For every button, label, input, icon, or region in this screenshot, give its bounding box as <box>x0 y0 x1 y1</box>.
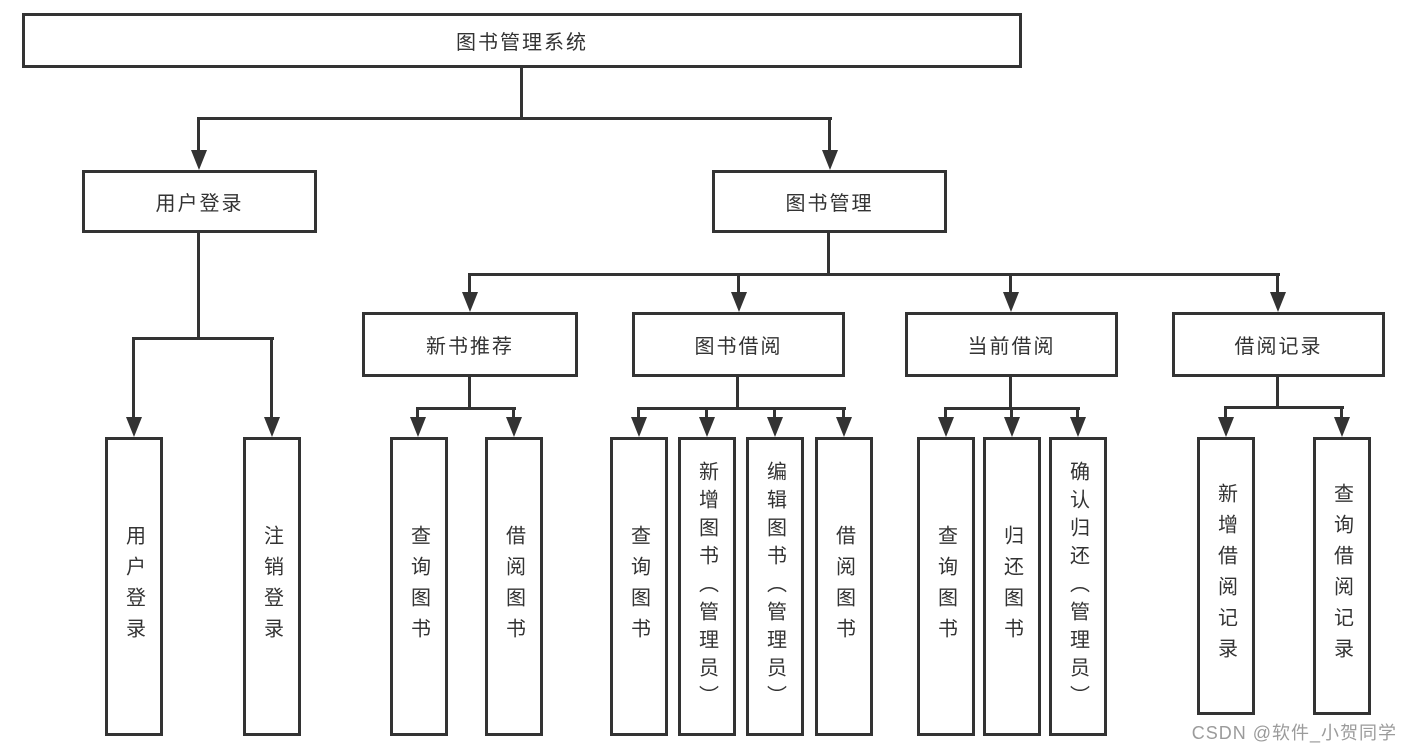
connector-book-management-trunk <box>827 233 830 273</box>
connector-stub <box>1010 407 1013 418</box>
node-book-borrow: 图书借阅 <box>632 312 845 377</box>
connector-stub-leaf-user-login <box>132 337 135 419</box>
connector-stub <box>1340 406 1343 418</box>
connector-stub <box>944 407 947 418</box>
connector-user-login-trunk <box>197 233 200 337</box>
leaf-query-borrow-record: 查询借阅记录 <box>1313 437 1371 715</box>
arrowhead-down <box>1070 417 1086 437</box>
connector-stub <box>1224 406 1227 418</box>
arrowhead-down <box>191 150 207 170</box>
arrowhead-down <box>731 292 747 312</box>
connector-stub <box>773 407 776 418</box>
connector-book-management-rail <box>468 273 1280 276</box>
connector-root-trunk <box>520 68 523 117</box>
arrowhead-down <box>1004 417 1020 437</box>
connector-stub-borrow-records <box>1276 273 1279 294</box>
connector-user-login-rail <box>132 337 274 340</box>
connector-current-borrow-trunk <box>1009 377 1012 407</box>
connector-book-borrow-trunk <box>736 377 739 407</box>
connector-stub-current-borrow <box>1009 273 1012 294</box>
arrowhead-down <box>506 417 522 437</box>
node-borrow-records: 借阅记录 <box>1172 312 1385 377</box>
arrowhead-down <box>822 150 838 170</box>
arrowhead-down <box>264 417 280 437</box>
connector-stub-book-management <box>828 117 831 152</box>
arrowhead-down <box>1218 417 1234 437</box>
connector-stub-book-borrow <box>737 273 740 294</box>
leaf-query-books-current: 查询图书 <box>917 437 975 736</box>
arrowhead-down <box>938 417 954 437</box>
arrowhead-down <box>836 417 852 437</box>
arrowhead-down <box>1003 292 1019 312</box>
connector-stub <box>637 407 640 418</box>
leaf-query-books-borrow: 查询图书 <box>610 437 668 736</box>
leaf-user-login: 用户登录 <box>105 437 163 736</box>
arrowhead-down <box>126 417 142 437</box>
arrowhead-down <box>1270 292 1286 312</box>
leaf-return-books: 归还图书 <box>983 437 1041 736</box>
arrowhead-down <box>410 417 426 437</box>
connector-new-book-trunk <box>468 377 471 407</box>
connector-stub <box>416 407 419 418</box>
node-book-management: 图书管理 <box>712 170 947 233</box>
arrowhead-down <box>767 417 783 437</box>
leaf-borrow-books-recommend: 借阅图书 <box>485 437 543 736</box>
leaf-query-books-recommend: 查询图书 <box>390 437 448 736</box>
connector-stub <box>1076 407 1079 418</box>
arrowhead-down <box>462 292 478 312</box>
connector-book-borrow-rail <box>637 407 846 410</box>
connector-stub-leaf-logout <box>270 337 273 419</box>
connector-new-book-rail <box>416 407 516 410</box>
connector-root-rail <box>198 117 832 120</box>
leaf-add-borrow-record: 新增借阅记录 <box>1197 437 1255 715</box>
connector-stub <box>842 407 845 418</box>
arrowhead-down <box>699 417 715 437</box>
connector-borrow-records-trunk <box>1276 377 1279 406</box>
node-user-login: 用户登录 <box>82 170 317 233</box>
leaf-borrow-books: 借阅图书 <box>815 437 873 736</box>
watermark: CSDN @软件_小贺同学 <box>1191 723 1397 743</box>
leaf-confirm-return-admin: 确认归还（管理员） <box>1049 437 1107 736</box>
leaf-add-books-admin: 新增图书（管理员） <box>678 437 736 736</box>
arrowhead-down <box>631 417 647 437</box>
node-new-book-recommend: 新书推荐 <box>362 312 578 377</box>
connector-borrow-records-rail <box>1224 406 1344 409</box>
node-current-borrow: 当前借阅 <box>905 312 1118 377</box>
connector-stub-user-login <box>197 117 200 152</box>
connector-stub-new-book <box>468 273 471 294</box>
node-root: 图书管理系统 <box>22 13 1022 68</box>
leaf-logout: 注销登录 <box>243 437 301 736</box>
connector-stub <box>512 407 515 418</box>
leaf-edit-books-admin: 编辑图书（管理员） <box>746 437 804 736</box>
arrowhead-down <box>1334 417 1350 437</box>
connector-stub <box>705 407 708 418</box>
